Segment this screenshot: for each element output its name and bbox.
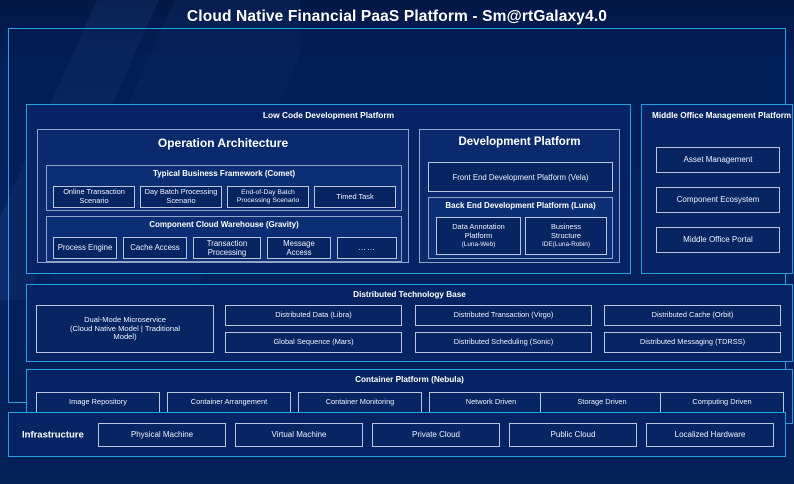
node-distributed-transaction[interactable]: Distributed Transaction (Virgo) (415, 305, 592, 326)
dual-mode-line1: Dual-Mode Microservice (84, 314, 166, 324)
operation-architecture-title: Operation Architecture (157, 136, 289, 150)
node-global-sequence[interactable]: Global Sequence (Mars) (225, 332, 402, 353)
low-code-panel-title: Low Code Development Platform (262, 110, 395, 120)
node-timed-task[interactable]: Timed Task (314, 186, 396, 208)
dual-mode-line3: Model) (113, 332, 137, 342)
node-physical-machine[interactable]: Physical Machine (98, 423, 226, 447)
node-transaction-processing[interactable]: Transaction Processing (193, 237, 261, 259)
business-structure-line3: IDE(Luna-Robin) (542, 240, 590, 248)
node-end-of-day-batch-processing-scenario[interactable]: End-of-Day Batch Processing Scenario (227, 186, 309, 208)
node-day-batch-processing-scenario[interactable]: Day Batch Processing Scenario (140, 186, 222, 208)
development-platform-title: Development Platform (458, 136, 581, 148)
node-middle-office-portal[interactable]: Middle Office Portal (656, 227, 780, 253)
back-end-title: Back End Development Platform (Luna) (445, 201, 596, 210)
panel-infrastructure: Infrastructure Physical Machine Virtual … (8, 412, 786, 457)
node-process-engine[interactable]: Process Engine (53, 237, 117, 259)
group-development-platform: Development Platform Front End Developme… (419, 129, 620, 263)
container-platform-title: Container Platform (Nebula) (355, 375, 464, 384)
node-container-monitoring[interactable]: Container Monitoring (298, 392, 422, 413)
node-online-transaction-scenario[interactable]: Online Transaction Scenario (53, 186, 135, 208)
business-structure-line1: Business (551, 222, 581, 232)
panel-distributed-technology-base: Distributed Technology Base Dual-Mode Mi… (26, 284, 793, 362)
infrastructure-label: Infrastructure (22, 429, 84, 440)
group-operation-architecture: Operation Architecture Typical Business … (37, 129, 409, 263)
node-container-arrangement[interactable]: Container Arrangement (167, 392, 291, 413)
node-front-end-development-platform[interactable]: Front End Development Platform (Vela) (428, 162, 613, 192)
node-distributed-scheduling[interactable]: Distributed Scheduling (Sonic) (415, 332, 592, 353)
subgroup-typical-business-framework: Typical Business Framework (Comet) Onlin… (46, 165, 402, 211)
gravity-title: Component Cloud Warehouse (Gravity) (149, 220, 299, 229)
node-network-driven[interactable]: Network Driven (429, 392, 553, 413)
node-private-cloud[interactable]: Private Cloud (372, 423, 500, 447)
subgroup-back-end-development-platform: Back End Development Platform (Luna) Dat… (428, 197, 613, 259)
data-annotation-line2: Platform (464, 231, 493, 241)
node-image-repository[interactable]: Image Repository (36, 392, 160, 413)
subgroup-component-cloud-warehouse: Component Cloud Warehouse (Gravity) Proc… (46, 216, 402, 262)
node-message-access[interactable]: Message Access (267, 237, 331, 259)
node-storage-driven[interactable]: Storage Driven (540, 392, 664, 413)
node-distributed-messaging[interactable]: Distributed Messaging (TDRSS) (604, 332, 781, 353)
data-annotation-line1: Data Annotation (452, 222, 505, 232)
node-distributed-cache[interactable]: Distributed Cache (Orbit) (604, 305, 781, 326)
business-structure-line2: Structure (551, 231, 581, 241)
node-data-annotation-platform[interactable]: Data Annotation Platform (Luna-Web) (436, 217, 521, 255)
outer-frame: Low Code Development Platform Operation … (8, 28, 793, 424)
node-asset-management[interactable]: Asset Management (656, 147, 780, 173)
node-ellipsis[interactable]: …… (337, 237, 397, 259)
node-dual-mode-microservice[interactable]: Dual-Mode Microservice (Cloud Native Mod… (36, 305, 214, 353)
node-component-ecosystem[interactable]: Component Ecosystem (656, 187, 780, 213)
panel-low-code-development-platform: Low Code Development Platform Operation … (26, 104, 631, 274)
panel-middle-office-management-platform: Middle Office Management Platform Asset … (641, 104, 793, 274)
data-annotation-line3: (Luna-Web) (461, 240, 496, 248)
node-business-structure-ide[interactable]: Business Structure IDE(Luna-Robin) (525, 217, 607, 255)
middle-office-panel-title: Middle Office Management Platform (652, 111, 792, 120)
node-localized-hardware[interactable]: Localized Hardware (646, 423, 774, 447)
comet-title: Typical Business Framework (Comet) (152, 169, 296, 178)
distributed-technology-base-title: Distributed Technology Base (353, 290, 466, 299)
node-virtual-machine[interactable]: Virtual Machine (235, 423, 363, 447)
page-title: Cloud Native Financial PaaS Platform - S… (186, 8, 608, 25)
node-cache-access[interactable]: Cache Access (123, 237, 187, 259)
node-distributed-data[interactable]: Distributed Data (Libra) (225, 305, 402, 326)
dual-mode-line2: (Cloud Native Model | Traditional (69, 323, 181, 333)
node-computing-driven[interactable]: Computing Driven (660, 392, 784, 413)
node-public-cloud[interactable]: Public Cloud (509, 423, 637, 447)
